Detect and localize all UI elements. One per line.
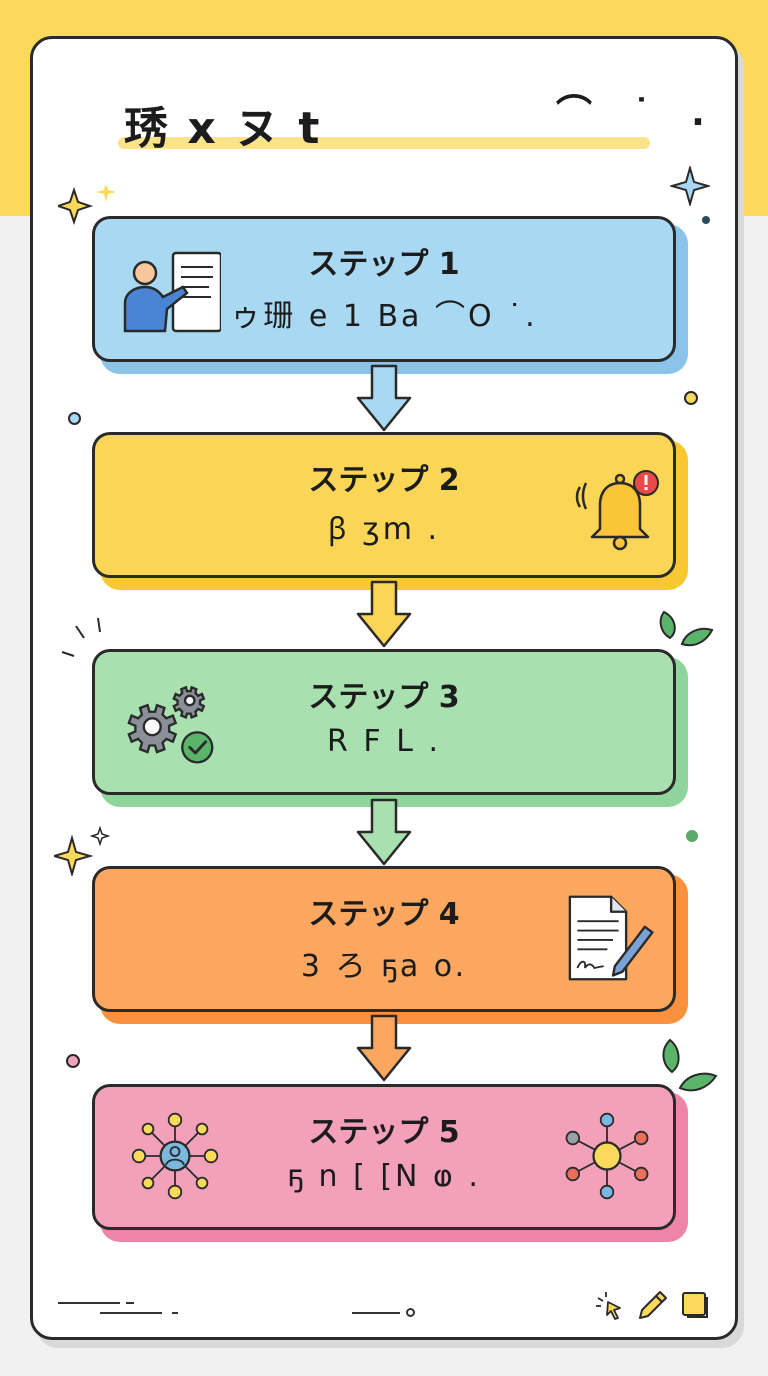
sparkle-icon [58, 186, 116, 226]
dot-decoration [686, 830, 698, 842]
flow-arrow-2 [356, 580, 412, 648]
page-title: 琇 x ヌ t [124, 103, 322, 154]
user-network-icon [131, 1112, 219, 1200]
cursor-click-icon [596, 1292, 621, 1320]
gears-check-icon [127, 685, 214, 764]
flow-arrow-3 [356, 798, 412, 866]
step-5-text: ҕ n [ [N ⱷ . [287, 1159, 481, 1194]
footer-rule [352, 1312, 400, 1314]
title-highlight [118, 137, 650, 149]
title-tail-marks: ⌒ ˙ . [556, 93, 719, 134]
teacher-board-icon [123, 251, 221, 333]
leaf-icon [662, 1038, 718, 1092]
notification-bell-icon [575, 470, 659, 551]
step-3-text: R F L . [327, 724, 441, 759]
step-2-title: ステップ 2 [308, 463, 460, 498]
dot-decoration [684, 391, 698, 405]
footer-rule [58, 1302, 120, 1304]
step-1-box: ステップ 1 ゥ珊 e 1 Ba ⌒O ˙. [92, 216, 676, 362]
step-4-box: ステップ 4 3 ろ ҕa o. [92, 866, 676, 1012]
dot-decoration [68, 412, 81, 425]
flow-arrow-1 [356, 364, 412, 432]
step-4-text: 3 ろ ҕa o. [300, 949, 468, 984]
pencil-icon [639, 1291, 667, 1319]
step-3-title: ステップ 3 [308, 680, 460, 715]
notebook-icon [682, 1292, 708, 1318]
step-5-box: ステップ 5 ҕ n [ [N ⱷ . [92, 1084, 676, 1230]
step-1-title: ステップ 1 [308, 247, 460, 282]
hub-network-icon [565, 1112, 649, 1200]
step-4-title: ステップ 4 [308, 897, 460, 932]
footer-rule [100, 1312, 162, 1314]
step-2-text: ꞵ ʒm . [327, 512, 441, 547]
footer-rule [172, 1312, 178, 1314]
step-3-box: ステップ 3 R F L . [92, 649, 676, 795]
leaf-icon [659, 610, 714, 647]
dot-decoration [66, 1054, 80, 1068]
dot-decoration [406, 1308, 415, 1317]
step-2-box: ステップ 2 ꞵ ʒm . [92, 432, 676, 578]
flow-arrow-4 [356, 1014, 412, 1082]
burst-lines-icon [61, 617, 101, 657]
step-5-title: ステップ 5 [308, 1115, 460, 1150]
sparkle-icon [54, 826, 111, 876]
footer-rule [126, 1302, 134, 1304]
sparkle-icon [670, 166, 710, 206]
dot-decoration [702, 216, 710, 224]
step-1-text: ゥ珊 e 1 Ba ⌒O ˙. [230, 299, 538, 334]
document-sign-icon [568, 895, 654, 981]
